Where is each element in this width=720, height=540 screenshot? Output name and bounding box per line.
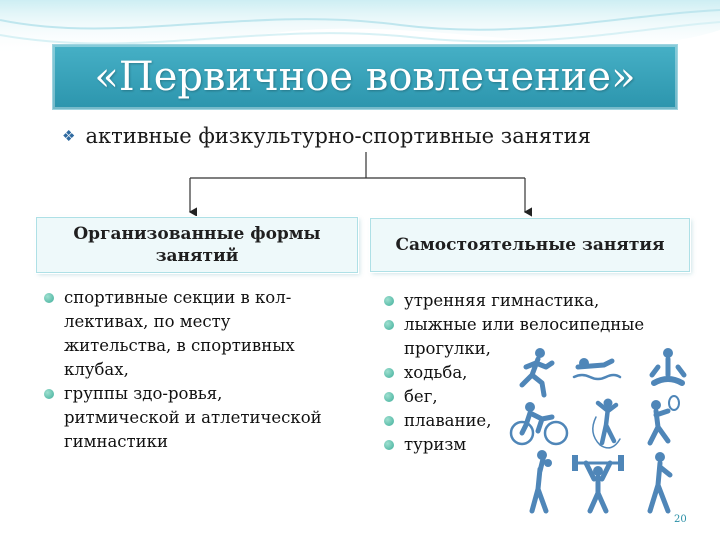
organized-forms-label: Организованные формы занятий	[73, 224, 321, 266]
bullet-icon	[384, 440, 394, 450]
bullet-icon	[384, 368, 394, 378]
bullet-icon	[44, 389, 54, 399]
list-item: плавание,	[380, 409, 690, 433]
volleyball-player-icon	[529, 450, 552, 514]
sport-icons-grid	[509, 348, 687, 514]
subtitle: ❖ активные физкультурно-спортивные заняти…	[62, 124, 591, 148]
title-banner: «Первичное вовлечение»	[52, 44, 678, 110]
subtitle-text: активные физкультурно-спортивные занятия	[85, 124, 591, 148]
list-item: утренняя гимнастика,	[380, 289, 690, 313]
bullet-icon	[384, 392, 394, 402]
list-item: группы здо-ровья, ритмической и атлетиче…	[40, 382, 340, 454]
gymnast-ribbon-icon	[592, 398, 621, 449]
bullet-icon	[384, 320, 394, 330]
meditation-icon	[649, 348, 687, 386]
page-title: «Первичное вовлечение»	[94, 54, 636, 100]
bullet-icon	[384, 416, 394, 426]
runner-icon	[519, 348, 555, 398]
diamond-bullet-icon: ❖	[62, 127, 76, 145]
list-item: туризм	[380, 433, 690, 457]
header-wave-decoration	[0, 0, 720, 55]
list-item: ходьба,	[380, 361, 690, 385]
tennis-player-icon	[647, 395, 680, 446]
independent-activities-list: утренняя гимнастика, лыжные или велосипе…	[380, 289, 690, 457]
bullet-icon	[44, 293, 54, 303]
list-item: спортивные секции в кол-лективах, по мес…	[40, 286, 340, 382]
cyclist-icon	[509, 402, 569, 446]
page-number: 20	[674, 514, 687, 525]
weightlifter-icon	[572, 455, 624, 514]
swimmer-icon	[572, 358, 622, 381]
list-item: бег,	[380, 385, 690, 409]
bullet-icon	[384, 296, 394, 306]
independent-activities-box: Самостоятельные занятия	[370, 218, 690, 272]
independent-activities-label: Самостоятельные занятия	[395, 235, 665, 255]
athlete-icon	[647, 452, 673, 514]
organized-forms-box: Организованные формы занятий	[36, 217, 358, 273]
organized-forms-list: спортивные секции в кол-лективах, по мес…	[40, 286, 340, 454]
list-item: лыжные или велосипедные прогулки,	[380, 313, 704, 361]
